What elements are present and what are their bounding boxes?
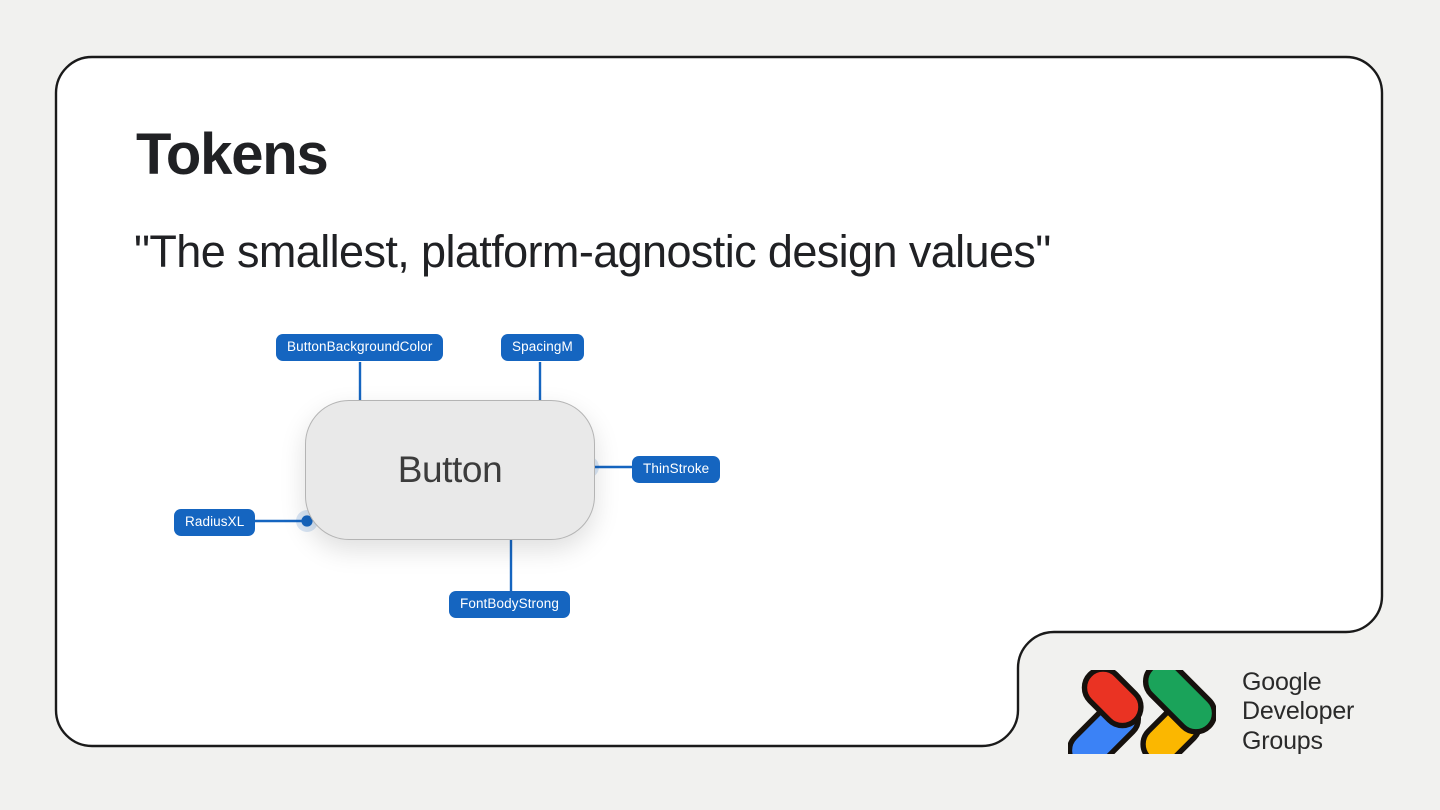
token-pill-thinstroke[interactable]: ThinStroke <box>632 456 721 483</box>
demo-button[interactable]: Button <box>305 400 595 540</box>
gdg-wordmark-line-2: Developer <box>1242 697 1355 726</box>
gdg-logo-lockup: Google Developer Groups <box>1068 668 1354 756</box>
page-title: Tokens <box>136 122 329 187</box>
demo-button-label: Button <box>397 449 503 490</box>
token-pill-fontbodystrong[interactable]: FontBodyStrong <box>449 591 570 618</box>
token-pill-buttonbackgroundcolor[interactable]: ButtonBackgroundColor <box>276 334 444 361</box>
gdg-capsule-red <box>1081 669 1144 729</box>
token-diagram: Button ButtonBackgroundColor SpacingM Th… <box>160 320 780 630</box>
gdg-capsule-green <box>1142 669 1216 735</box>
token-pill-spacingm[interactable]: SpacingM <box>501 334 584 361</box>
gdg-wordmark-line-1: Google <box>1242 668 1322 696</box>
google-developer-groups-icon <box>1068 669 1216 754</box>
token-pill-radiusxl[interactable]: RadiusXL <box>174 509 256 536</box>
gdg-wordmark-line-3: Groups <box>1242 726 1323 755</box>
page-subtitle: "The smallest, platform-agnostic design … <box>134 226 1051 277</box>
gdg-wordmark: Google Developer Groups <box>1242 668 1354 756</box>
